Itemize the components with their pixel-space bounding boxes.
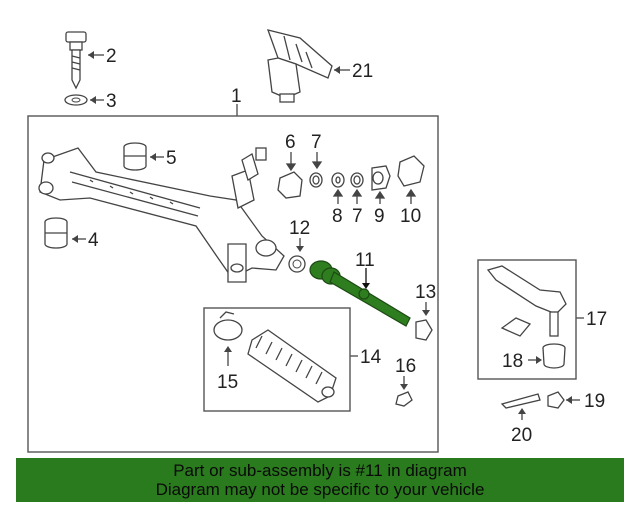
callout-4: 4 <box>88 230 99 251</box>
callout-19: 19 <box>584 391 605 412</box>
rack-boot-part <box>247 329 337 403</box>
mount-bracket-part <box>266 29 333 103</box>
washer-part <box>64 94 88 106</box>
bushing-upper-part <box>123 142 147 171</box>
callout-1: 1 <box>231 86 242 107</box>
pinion-parts <box>277 155 425 199</box>
inner-tie-rod-part <box>309 260 411 327</box>
tie-rod-end-frame <box>477 259 577 380</box>
cotter-pin-part <box>500 393 541 409</box>
outer-tie-rod-end-part <box>486 265 567 337</box>
ball-joint-boot-part <box>542 343 566 369</box>
jam-nut-part <box>415 319 433 341</box>
lock-washer-part <box>288 255 306 273</box>
boot-kit-frame <box>203 307 351 412</box>
callout-11: 11 <box>355 250 375 271</box>
callout-16: 16 <box>395 356 416 377</box>
callout-5: 5 <box>166 148 177 169</box>
callout-18: 18 <box>502 351 523 372</box>
callout-3: 3 <box>106 91 117 112</box>
callout-7a: 7 <box>311 132 322 153</box>
callout-6: 6 <box>285 132 296 153</box>
callout-17: 17 <box>586 309 607 330</box>
boot-clip-part <box>395 391 413 407</box>
callout-9: 9 <box>374 206 385 227</box>
callout-12: 12 <box>289 218 310 239</box>
notice-line-1: Part or sub-assembly is #11 in diagram <box>173 461 467 480</box>
bushing-lower-part <box>44 217 68 249</box>
parts-diagram: 1 2 3 4 5 6 7 8 7 9 10 11 12 13 14 15 16… <box>27 29 607 453</box>
boot-clamp-part <box>213 311 243 341</box>
callout-20: 20 <box>511 425 532 446</box>
assembly-frame <box>27 115 439 453</box>
rack-housing-part <box>38 147 285 283</box>
castle-nut-part <box>547 391 565 409</box>
callout-14: 14 <box>360 347 382 368</box>
callout-21: 21 <box>352 61 373 82</box>
callout-2: 2 <box>106 46 117 67</box>
notice-banner: Part or sub-assembly is #11 in diagram D… <box>16 458 624 502</box>
callout-15: 15 <box>217 372 238 393</box>
callout-13: 13 <box>415 282 436 303</box>
bolt-part <box>65 31 87 90</box>
callout-8: 8 <box>332 206 343 227</box>
callout-10: 10 <box>400 206 421 227</box>
notice-line-2: Diagram may not be specific to your vehi… <box>155 480 485 499</box>
callout-7b: 7 <box>352 206 363 227</box>
